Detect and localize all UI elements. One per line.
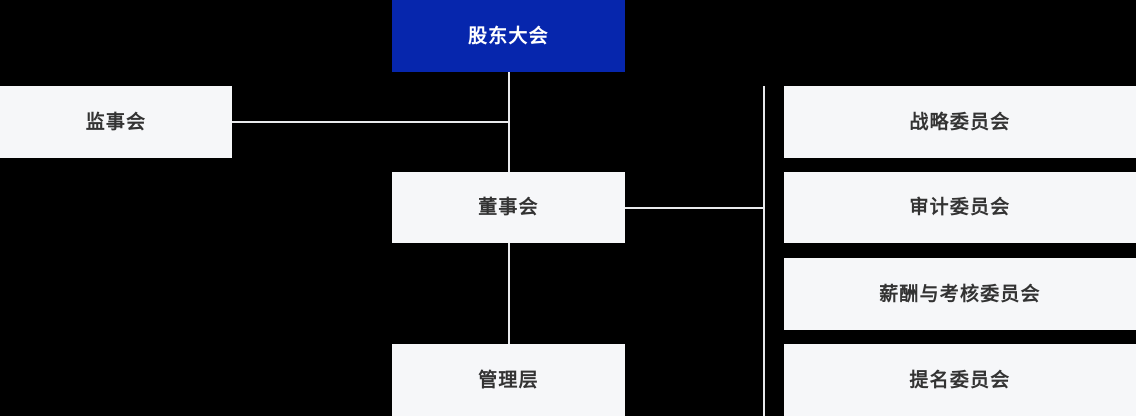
- node-board-of-supervisors[interactable]: 监事会: [0, 86, 232, 158]
- node-management-label: 管理层: [478, 368, 539, 391]
- node-strategy-committee-label: 战略委员会: [909, 110, 1011, 133]
- connector-board-to-management: [508, 243, 510, 344]
- node-board-of-directors[interactable]: 董事会: [392, 172, 625, 243]
- node-shareholders-meeting[interactable]: 股东大会: [392, 0, 625, 72]
- node-remuneration-committee[interactable]: 薪酬与考核委员会: [784, 258, 1136, 330]
- connector-board-to-committees: [625, 207, 765, 209]
- node-nomination-committee[interactable]: 提名委员会: [784, 344, 1136, 416]
- node-management[interactable]: 管理层: [392, 344, 625, 416]
- connector-branch-to-supervisors: [232, 121, 510, 123]
- node-shareholders-meeting-label: 股东大会: [468, 24, 549, 47]
- node-board-of-supervisors-label: 监事会: [85, 110, 147, 133]
- connector-committees-trunk: [763, 86, 765, 416]
- node-remuneration-committee-label: 薪酬与考核委员会: [879, 282, 1041, 305]
- node-strategy-committee[interactable]: 战略委员会: [784, 86, 1136, 158]
- node-board-of-directors-label: 董事会: [478, 196, 539, 219]
- node-audit-committee-label: 审计委员会: [909, 196, 1011, 219]
- node-audit-committee[interactable]: 审计委员会: [784, 172, 1136, 243]
- node-nomination-committee-label: 提名委员会: [909, 368, 1011, 391]
